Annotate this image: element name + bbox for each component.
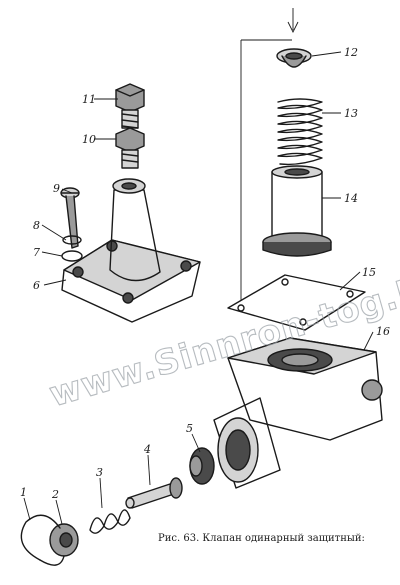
assembly-axis bbox=[240, 8, 299, 300]
callout-13: 13 bbox=[344, 107, 358, 120]
part-3-spring bbox=[89, 509, 131, 534]
part-5-seal bbox=[189, 447, 215, 485]
part-6-cover bbox=[61, 178, 201, 323]
part-15-gasket bbox=[227, 274, 366, 331]
callout-2: 2 bbox=[51, 488, 59, 501]
part-8-washer bbox=[62, 235, 82, 245]
callout-leaders bbox=[23, 51, 374, 525]
figure-caption: Рис. 63. Клапан одинарный защитный: bbox=[158, 533, 365, 544]
callout-6: 6 bbox=[33, 279, 40, 292]
callout-15: 15 bbox=[362, 266, 376, 279]
part-4-stem bbox=[125, 477, 183, 509]
callout-16: 16 bbox=[376, 325, 390, 338]
callout-10: 10 bbox=[82, 133, 96, 146]
callout-5: 5 bbox=[186, 422, 193, 435]
callout-12: 12 bbox=[344, 46, 358, 59]
part-13-spring bbox=[277, 98, 323, 166]
part-12-cap bbox=[276, 48, 312, 68]
part-16-body bbox=[213, 337, 383, 489]
callout-8: 8 bbox=[33, 219, 40, 232]
callout-4: 4 bbox=[143, 443, 151, 456]
callout-11: 11 bbox=[82, 93, 96, 106]
callout-3: 3 bbox=[96, 466, 103, 479]
part-11-bolt bbox=[115, 83, 145, 129]
callout-9: 9 bbox=[53, 182, 60, 195]
part-2-seat bbox=[49, 523, 79, 557]
part-1-retaining-ring bbox=[20, 514, 65, 566]
part-14-sleeve bbox=[262, 165, 332, 257]
callout-labels: 11 10 9 8 7 6 12 13 14 15 16 5 4 3 2 1 bbox=[20, 46, 390, 501]
part-10-nut bbox=[115, 127, 145, 169]
callout-1: 1 bbox=[20, 486, 27, 499]
part-7-spring-washer bbox=[61, 250, 83, 262]
callout-7: 7 bbox=[33, 246, 40, 259]
callout-14: 14 bbox=[344, 192, 358, 205]
